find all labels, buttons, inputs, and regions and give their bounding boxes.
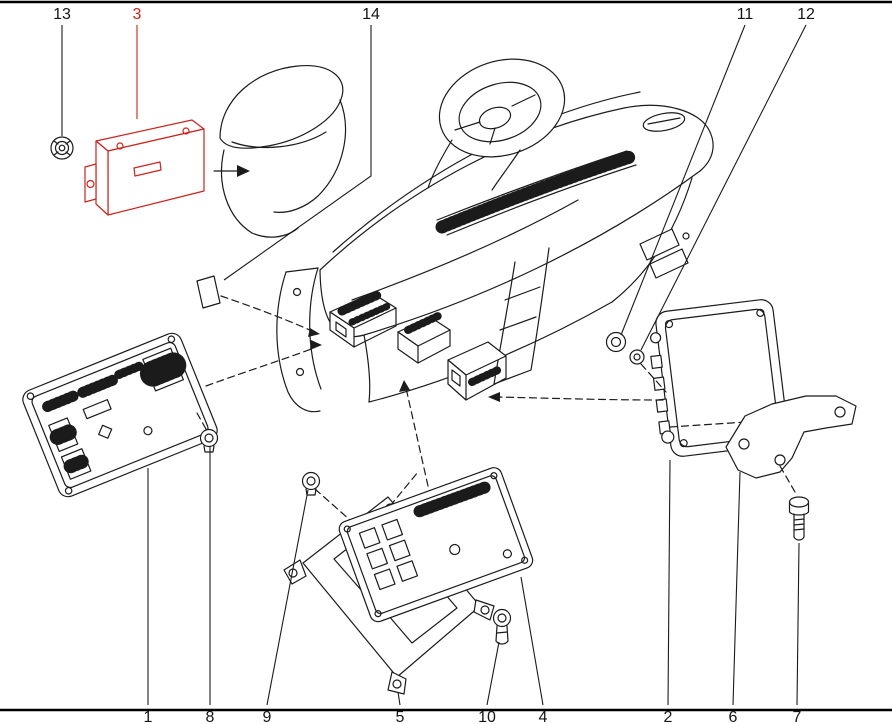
left-end-frame [276, 267, 322, 413]
module-4 [338, 467, 534, 623]
relay-block-b [397, 312, 451, 364]
module-2-install-arrow [488, 392, 664, 402]
callout-label-5: 5 [396, 709, 405, 724]
callout-labels: 13 3 14 11 12 1 8 9 5 10 4 2 6 7 [53, 6, 815, 724]
grommet-9 [301, 471, 351, 521]
dashboard [276, 91, 714, 413]
callout-label-12: 12 [797, 6, 815, 23]
arrowhead [399, 380, 410, 392]
module-1 [22, 332, 218, 498]
defroster-grille [435, 150, 637, 236]
arrowhead [488, 392, 500, 402]
callout-label-13: 13 [53, 6, 71, 23]
arrowhead [310, 340, 322, 350]
callout-label-10: 10 [478, 709, 496, 724]
callout-label-14: 14 [362, 6, 380, 23]
part-14-clip [196, 275, 320, 337]
fuse-block-a [329, 290, 397, 348]
callout-label-9: 9 [263, 709, 272, 724]
seat [219, 65, 346, 238]
callout-label-7: 7 [793, 709, 802, 724]
callout-label-6: 6 [729, 709, 738, 724]
callout-label-4: 4 [539, 709, 548, 724]
bolt-7 [788, 496, 810, 541]
under-dash-module-c [447, 341, 507, 401]
callout-label-11: 11 [737, 6, 754, 23]
bolt-10 [492, 608, 512, 645]
module-3-highlighted [84, 119, 205, 216]
callout-label-2: 2 [664, 709, 673, 724]
bracket-6 [669, 395, 857, 493]
right-vent [642, 112, 686, 132]
washer-12 [629, 349, 667, 393]
module-4-install-arrow [399, 380, 429, 487]
arrowhead [237, 165, 250, 177]
callout-label-3: 3 [133, 6, 142, 23]
module-3-install-arrow [213, 165, 250, 177]
grommet-8 [199, 428, 219, 453]
leader-lines [61, 24, 807, 706]
callout-label-1: 1 [144, 709, 153, 724]
grommet-13 [50, 136, 74, 160]
arrowhead [308, 328, 320, 337]
steering-wheel [427, 58, 566, 191]
washer-11 [605, 331, 627, 353]
callout-label-8: 8 [206, 709, 215, 724]
module-1-install-arrow [196, 340, 322, 430]
